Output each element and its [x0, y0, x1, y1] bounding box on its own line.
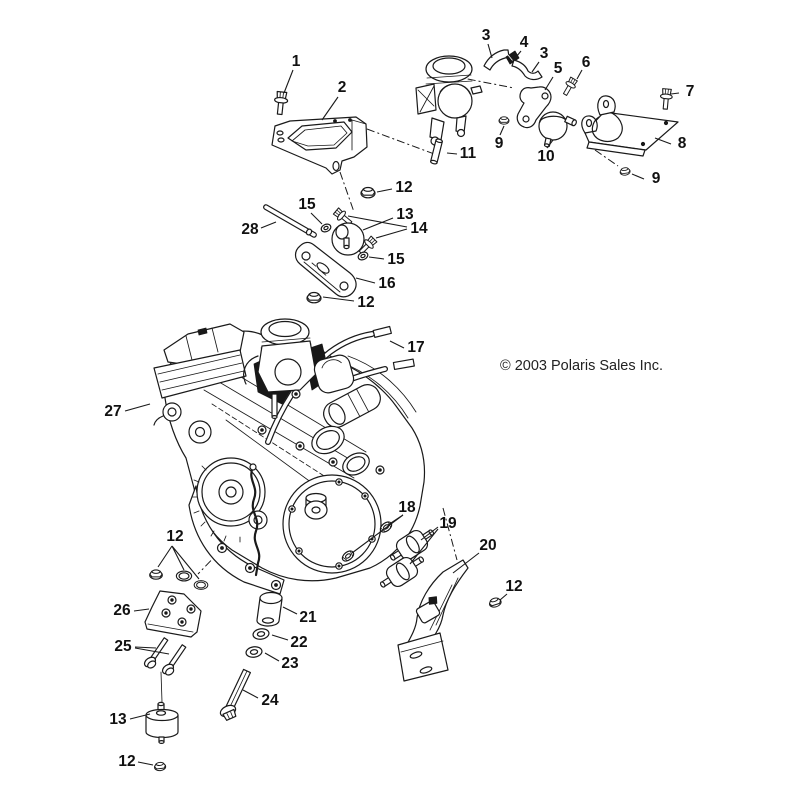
part-13-round-mount: [331, 222, 365, 256]
part-16-mount-bracket: [294, 241, 357, 298]
part-24-bolt: [219, 668, 251, 721]
part-26-mount-bracket: [144, 590, 202, 638]
part-25-bolt-a: [143, 637, 169, 669]
part-28-rod: [263, 204, 317, 238]
part-23-washer: [244, 645, 264, 659]
part-label-19: 19: [439, 515, 457, 532]
part-22-washer: [251, 627, 271, 641]
part-8-mount-plate: [581, 95, 679, 157]
part-label-5: 5: [554, 60, 563, 77]
part-label-20: 20: [479, 537, 496, 554]
part-label-26: 26: [113, 602, 131, 619]
part-12-nut-group: [149, 569, 209, 590]
part-label-12c: 12: [505, 578, 522, 595]
part-27-engine-assembly: [153, 318, 426, 595]
part-label-6: 6: [582, 54, 591, 71]
part-label-10: 10: [537, 148, 554, 165]
part-label-18: 18: [398, 499, 416, 516]
part-label-11: 11: [460, 145, 477, 162]
part-11-dowel-pin: [430, 138, 443, 165]
part-label-15b: 15: [387, 251, 405, 268]
part-25-bolt-b: [161, 644, 187, 676]
part-label-17: 17: [407, 339, 424, 356]
part-15-washer-lower: [356, 250, 370, 262]
part-label-27: 27: [104, 403, 121, 420]
part-label-24: 24: [261, 692, 279, 709]
carburetor-assembly: [415, 55, 483, 146]
part-20-support-bracket: [397, 559, 469, 682]
part-label-12e: 12: [118, 753, 135, 770]
part-9-nut-lower: [619, 166, 632, 177]
part-label-7: 7: [686, 83, 695, 100]
part-12-nut-b: [306, 291, 322, 304]
part-4-fitting: [505, 50, 520, 65]
part-label-12b: 12: [357, 294, 374, 311]
part-label-14: 14: [410, 220, 428, 237]
part-1-flange-bolt: [272, 90, 290, 116]
part-label-4: 4: [520, 34, 529, 51]
part-label-15a: 15: [298, 196, 316, 213]
callout-labels: 1 2 3 4 3 5 6 7 8 9 10 11 9 12 15 13 14 …: [104, 27, 694, 770]
part-label-28: 28: [241, 221, 259, 238]
part-label-21: 21: [299, 609, 317, 626]
part-label-16: 16: [378, 275, 396, 292]
part-label-12d: 12: [166, 528, 183, 545]
part-17-vent-tubes: [265, 325, 415, 445]
part-label-3a: 3: [482, 27, 491, 44]
part-12-nut-a: [360, 186, 376, 199]
part-9-nut-upper: [498, 116, 510, 125]
part-3-vent-hose-right: [511, 59, 543, 81]
part-label-8: 8: [678, 135, 687, 152]
part-label-13b: 13: [109, 711, 127, 728]
part-7-bolt: [658, 87, 674, 111]
part-label-12a: 12: [395, 179, 412, 196]
part-21-spacer: [256, 591, 283, 627]
part-12-nut-c: [487, 596, 503, 610]
part-label-13a: 13: [396, 206, 414, 223]
part-6-flange-screw: [560, 75, 579, 98]
clutch-cover-bolts: [288, 478, 376, 570]
part-label-3b: 3: [540, 45, 549, 62]
part-13-cylinder-mount: [145, 701, 179, 744]
part-2-engine-bracket: [271, 116, 368, 175]
part-label-2: 2: [338, 79, 347, 96]
part-label-22: 22: [290, 634, 307, 651]
part-label-23: 23: [281, 655, 299, 672]
part-label-9b: 9: [652, 170, 661, 187]
engine-case-bolts: [257, 389, 385, 475]
part-label-1: 1: [292, 53, 301, 70]
part-10-rubber-mount: [538, 111, 577, 148]
part-label-25: 25: [114, 638, 132, 655]
leader-lines: [124, 43, 680, 766]
part-3-vent-hose-left: [483, 49, 510, 71]
part-5-strap-bracket: [516, 86, 552, 129]
part-12-nut-e: [153, 761, 167, 772]
copyright-notice: © 2003 Polaris Sales Inc.: [500, 358, 663, 374]
part-label-9a: 9: [495, 135, 504, 152]
